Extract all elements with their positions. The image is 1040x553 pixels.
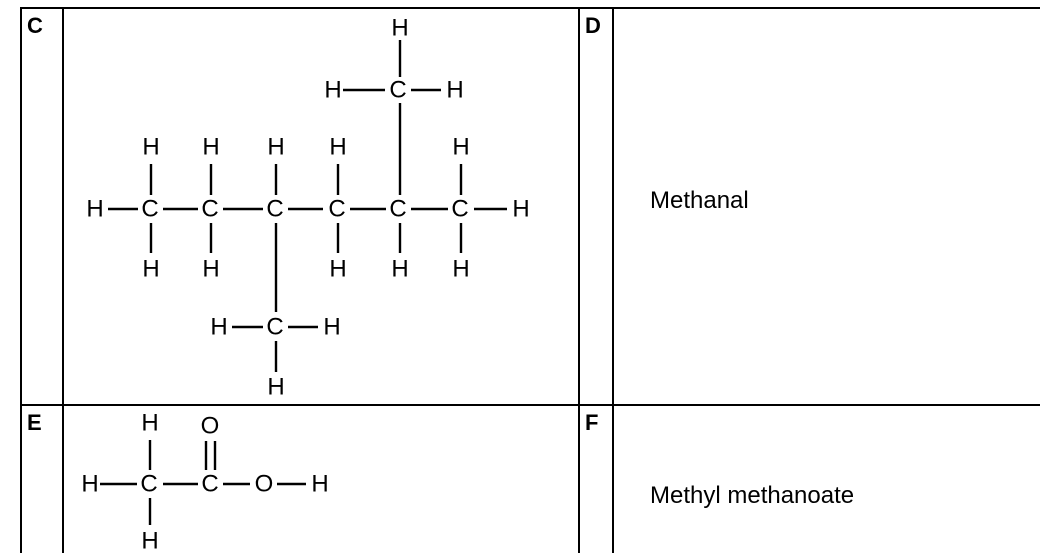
table-border-middle <box>20 404 1040 406</box>
atom-c: C <box>266 314 283 341</box>
table-divider-1 <box>62 7 64 553</box>
atom-h: H <box>452 256 469 283</box>
atom-h: H <box>329 256 346 283</box>
table-border-left <box>20 7 22 553</box>
atom-h: H <box>142 134 159 161</box>
atom-c: C <box>451 196 468 223</box>
atom-h: H <box>512 196 529 223</box>
atom-h: H <box>81 471 98 498</box>
atom-h: H <box>446 77 463 104</box>
atom-c: C <box>266 196 283 223</box>
atom-o: O <box>255 471 274 498</box>
table-border-top <box>20 7 1040 9</box>
atom-h: H <box>391 15 408 42</box>
atom-c: C <box>201 196 218 223</box>
cell-letter-f: F <box>585 410 599 435</box>
compound-name-d: Methanal <box>650 187 749 214</box>
atom-c: C <box>201 471 218 498</box>
structural-formula-e: H O H C C O H H <box>81 410 328 553</box>
cell-letter-e: E <box>27 410 42 435</box>
atom-h: H <box>324 77 341 104</box>
atom-h: H <box>210 314 227 341</box>
atom-h: H <box>391 256 408 283</box>
atom-c: C <box>389 77 406 104</box>
atom-h: H <box>202 256 219 283</box>
atom-c: C <box>140 471 157 498</box>
atom-c: C <box>141 196 158 223</box>
atom-h: H <box>267 134 284 161</box>
compound-name-f: Methyl methanoate <box>650 482 855 509</box>
atom-c: C <box>389 196 406 223</box>
atom-h: H <box>141 410 158 437</box>
atom-h: H <box>142 256 159 283</box>
structural-formula-c: H H C H H H H H H H C C C C C C H H H H … <box>86 15 529 401</box>
atom-o: O <box>201 413 220 440</box>
atom-h: H <box>452 134 469 161</box>
cell-letter-d: D <box>585 13 601 38</box>
atom-h: H <box>202 134 219 161</box>
atom-h: H <box>329 134 346 161</box>
atom-h: H <box>323 314 340 341</box>
atom-h: H <box>267 374 284 401</box>
atom-h: H <box>86 196 103 223</box>
atom-c: C <box>328 196 345 223</box>
table-divider-2 <box>578 7 580 553</box>
cell-letter-c: C <box>27 13 43 38</box>
atom-h: H <box>141 528 158 553</box>
atom-h: H <box>311 471 328 498</box>
table-divider-3 <box>612 7 614 553</box>
